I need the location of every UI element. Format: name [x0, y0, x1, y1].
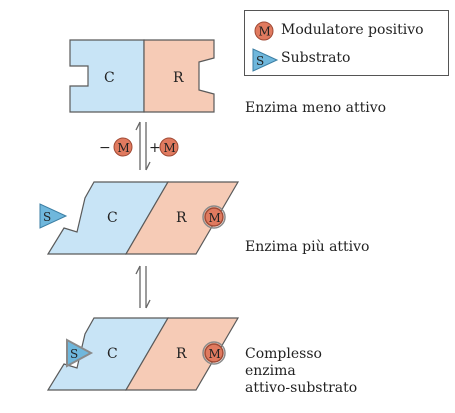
legend-box: M Modulatore positivo S Substrato — [244, 10, 449, 76]
bound-modulator-2: M — [202, 205, 226, 229]
legend-modulator: M Modulatore positivo — [245, 20, 445, 41]
bound-substrate: S — [66, 338, 94, 368]
svg-text:M: M — [259, 25, 271, 39]
state-label-more-active: Enzima più attivo — [245, 239, 370, 255]
svg-text:S: S — [256, 54, 264, 68]
svg-text:M: M — [164, 141, 176, 155]
catalytic-label-3: C — [107, 346, 118, 362]
legend-modulator-label: Modulatore positivo — [281, 22, 424, 38]
modulator-plus: M — [159, 137, 179, 157]
enzyme-more-active: C R M — [46, 181, 240, 255]
enzyme-substrate-complex: S C R M — [46, 317, 240, 391]
svg-text:M: M — [209, 347, 221, 361]
regulatory-label-2: R — [176, 210, 187, 226]
regulatory-label-3: R — [176, 346, 187, 362]
state-label-complex: Complesso enzima attivo-substrato — [245, 346, 358, 396]
legend-substrate: S Substrato — [245, 48, 445, 72]
regulatory-label-1: R — [173, 70, 184, 86]
svg-text:S: S — [70, 347, 78, 361]
equilibrium-arrows-2 — [135, 265, 151, 309]
catalytic-label-1: C — [104, 70, 115, 86]
svg-text:M: M — [209, 211, 221, 225]
minus-sign: − — [99, 140, 111, 156]
free-substrate: S — [39, 203, 68, 229]
legend-substrate-label: Substrato — [281, 50, 351, 66]
modulator-legend-icon: M — [254, 21, 274, 41]
modulator-minus: M — [113, 137, 133, 157]
regulatory-subunit-2 — [124, 181, 240, 255]
state-label-less-active: Enzima meno attivo — [245, 100, 387, 116]
svg-text:S: S — [43, 210, 51, 224]
plus-sign: + — [149, 140, 161, 156]
bound-modulator-3: M — [202, 341, 226, 365]
svg-text:M: M — [118, 141, 130, 155]
catalytic-label-2: C — [107, 210, 118, 226]
regulatory-subunit-1 — [143, 39, 215, 113]
equilibrium-arrows-1 — [135, 121, 151, 171]
substrate-legend-icon: S — [252, 48, 279, 72]
enzyme-less-active: C R — [69, 39, 215, 113]
regulatory-subunit-3 — [124, 317, 240, 391]
